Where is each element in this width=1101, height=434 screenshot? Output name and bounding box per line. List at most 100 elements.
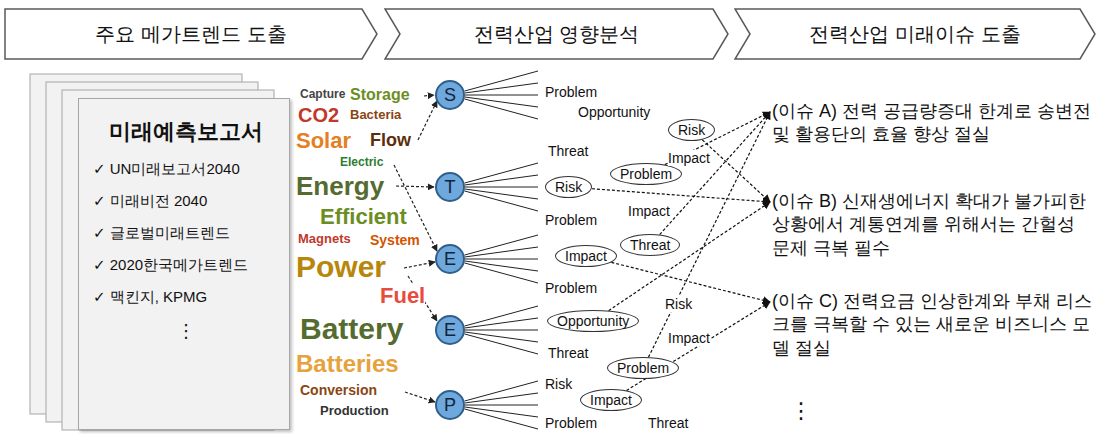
keyword: Threat <box>548 143 588 159</box>
cloud-word: Batteries <box>296 350 399 378</box>
fan-line <box>465 95 538 96</box>
cloud-word: Solar <box>296 128 351 153</box>
steep-circle: T <box>435 172 465 202</box>
fan-line <box>465 318 538 328</box>
cloud-word: Fuel <box>380 283 425 308</box>
report-item: ✓ 미래비전 2040 <box>93 192 279 211</box>
fan-line <box>465 259 538 260</box>
node-text: 주요 메가트렌드 도출 <box>95 21 286 48</box>
chevron-outline <box>735 9 1095 59</box>
node-text: Threat <box>630 237 670 253</box>
cloud-arrow <box>424 95 434 96</box>
fan-line <box>465 175 538 185</box>
fan-line <box>464 409 538 429</box>
node-text: Problem <box>617 360 669 376</box>
node-text: 전력산업 영향분석 <box>474 21 640 48</box>
node-text: Risk <box>555 179 582 195</box>
report-title: 미래예측보고서 <box>93 117 279 147</box>
fan-line <box>464 334 538 354</box>
keyword: Threat <box>548 345 588 361</box>
cloud-word: Bacteria <box>350 108 401 123</box>
cloud-word: Power <box>296 250 386 285</box>
circled-keyword: Opportunity <box>547 310 639 332</box>
node-text: S <box>444 85 456 106</box>
chevron-outline <box>5 9 377 59</box>
keyword: Problem <box>545 212 597 228</box>
keyword: Risk <box>545 376 572 392</box>
cloud-word: Energy <box>296 172 384 202</box>
node-text: Problem <box>620 166 672 182</box>
issue-text: (이슈 A) 전력 공급량증대 한계로 송변전 및 활용단의 효율 향상 절실 <box>772 100 1097 147</box>
node-text: P <box>444 395 456 416</box>
keyword: Impact <box>668 330 710 346</box>
steep-circle: P <box>435 390 465 420</box>
node-text: Impact <box>590 392 632 408</box>
report-item: ✓ UN미래보고서2040 <box>93 160 279 179</box>
step-chevron: 주요 메가트렌드 도출 <box>4 8 378 60</box>
cloud-arrow <box>405 392 435 402</box>
cloud-arrow <box>418 101 437 140</box>
circled-keyword: Problem <box>607 357 679 379</box>
cloud-word: Electric <box>340 156 383 170</box>
node-text: 전력산업 미래이슈 도출 <box>809 21 1020 48</box>
circled-keyword: Impact <box>555 245 617 267</box>
keyword: Problem <box>545 84 597 100</box>
cloud-word: Flow <box>370 130 411 151</box>
node-text: Impact <box>565 248 607 264</box>
keyword: Problem <box>545 280 597 296</box>
cloud-word: Conversion <box>300 382 377 398</box>
dotted-arrow <box>702 140 770 202</box>
keyword: Threat <box>648 415 688 431</box>
cloud-arrow <box>404 262 435 268</box>
fan-line <box>465 405 538 406</box>
cloud-word: Battery <box>300 312 403 347</box>
fan-line <box>465 247 538 257</box>
keyword: Impact <box>668 150 710 166</box>
dotted-arrow <box>609 202 770 311</box>
circled-keyword: Risk <box>668 119 715 141</box>
cloud-word: CO2 <box>298 104 339 127</box>
cloud-arrow <box>396 186 434 187</box>
report-item: ✓ 2020한국메가트렌드 <box>93 256 279 275</box>
step-chevron: 전력산업 미래이슈 도출 <box>734 8 1096 60</box>
cloud-word: System <box>370 232 420 248</box>
circled-keyword: Impact <box>580 389 642 411</box>
fan-line <box>465 83 538 93</box>
report-item: ⋮ <box>93 320 279 342</box>
keyword: Problem <box>545 415 597 431</box>
node-text: T <box>445 177 456 198</box>
report-item: ✓ 글로벌미래트렌드 <box>93 224 279 243</box>
dotted-arrow <box>592 189 770 202</box>
steep-circle: E <box>435 315 465 345</box>
keyword: Opportunity <box>578 104 650 120</box>
report-item: ✓ 맥킨지, KPMG <box>93 288 279 307</box>
cloud-word: Storage <box>350 86 410 104</box>
fan-lines <box>464 71 538 429</box>
fan-line <box>464 99 538 119</box>
node-text: E <box>444 249 456 270</box>
circled-keyword: Risk <box>545 176 592 198</box>
circled-keyword: Threat <box>620 234 680 256</box>
dotted-arrow <box>648 112 770 357</box>
keyword: Risk <box>665 296 692 312</box>
cloud-word: Efficient <box>320 204 407 229</box>
report-box: 미래예측보고서 ✓ UN미래보고서2040 ✓ 미래비전 2040 ✓ 글로벌미래트렌… <box>78 98 290 430</box>
keyword: ⋮ <box>790 398 812 423</box>
keyword: Impact <box>628 203 670 219</box>
node-text: Risk <box>678 122 705 138</box>
node-text: E <box>444 320 456 341</box>
circled-keyword: Problem <box>610 163 682 185</box>
steep-circle: S <box>435 80 465 110</box>
steep-circle: E <box>435 244 465 274</box>
cloud-word: Production <box>320 404 389 419</box>
cloud-word: Capture <box>300 88 345 102</box>
fan-line <box>464 263 538 283</box>
node-text: (이슈 A) 전력 공급량증대 한계로 송변전 및 활용단의 효율 향상 절실 <box>772 100 1097 147</box>
node-text: Opportunity <box>557 313 629 329</box>
cloud-word: Magnets <box>298 232 351 247</box>
chevron-outline <box>385 9 728 59</box>
node-text: (이슈 C) 전력요금 인상한계와 부채 리스크를 극복할 수 있는 새로운 비… <box>772 290 1097 360</box>
issue-text: (이슈 B) 신재생에너지 확대가 불가피한 상황에서 계통연계를 위해서는 간… <box>772 190 1097 260</box>
